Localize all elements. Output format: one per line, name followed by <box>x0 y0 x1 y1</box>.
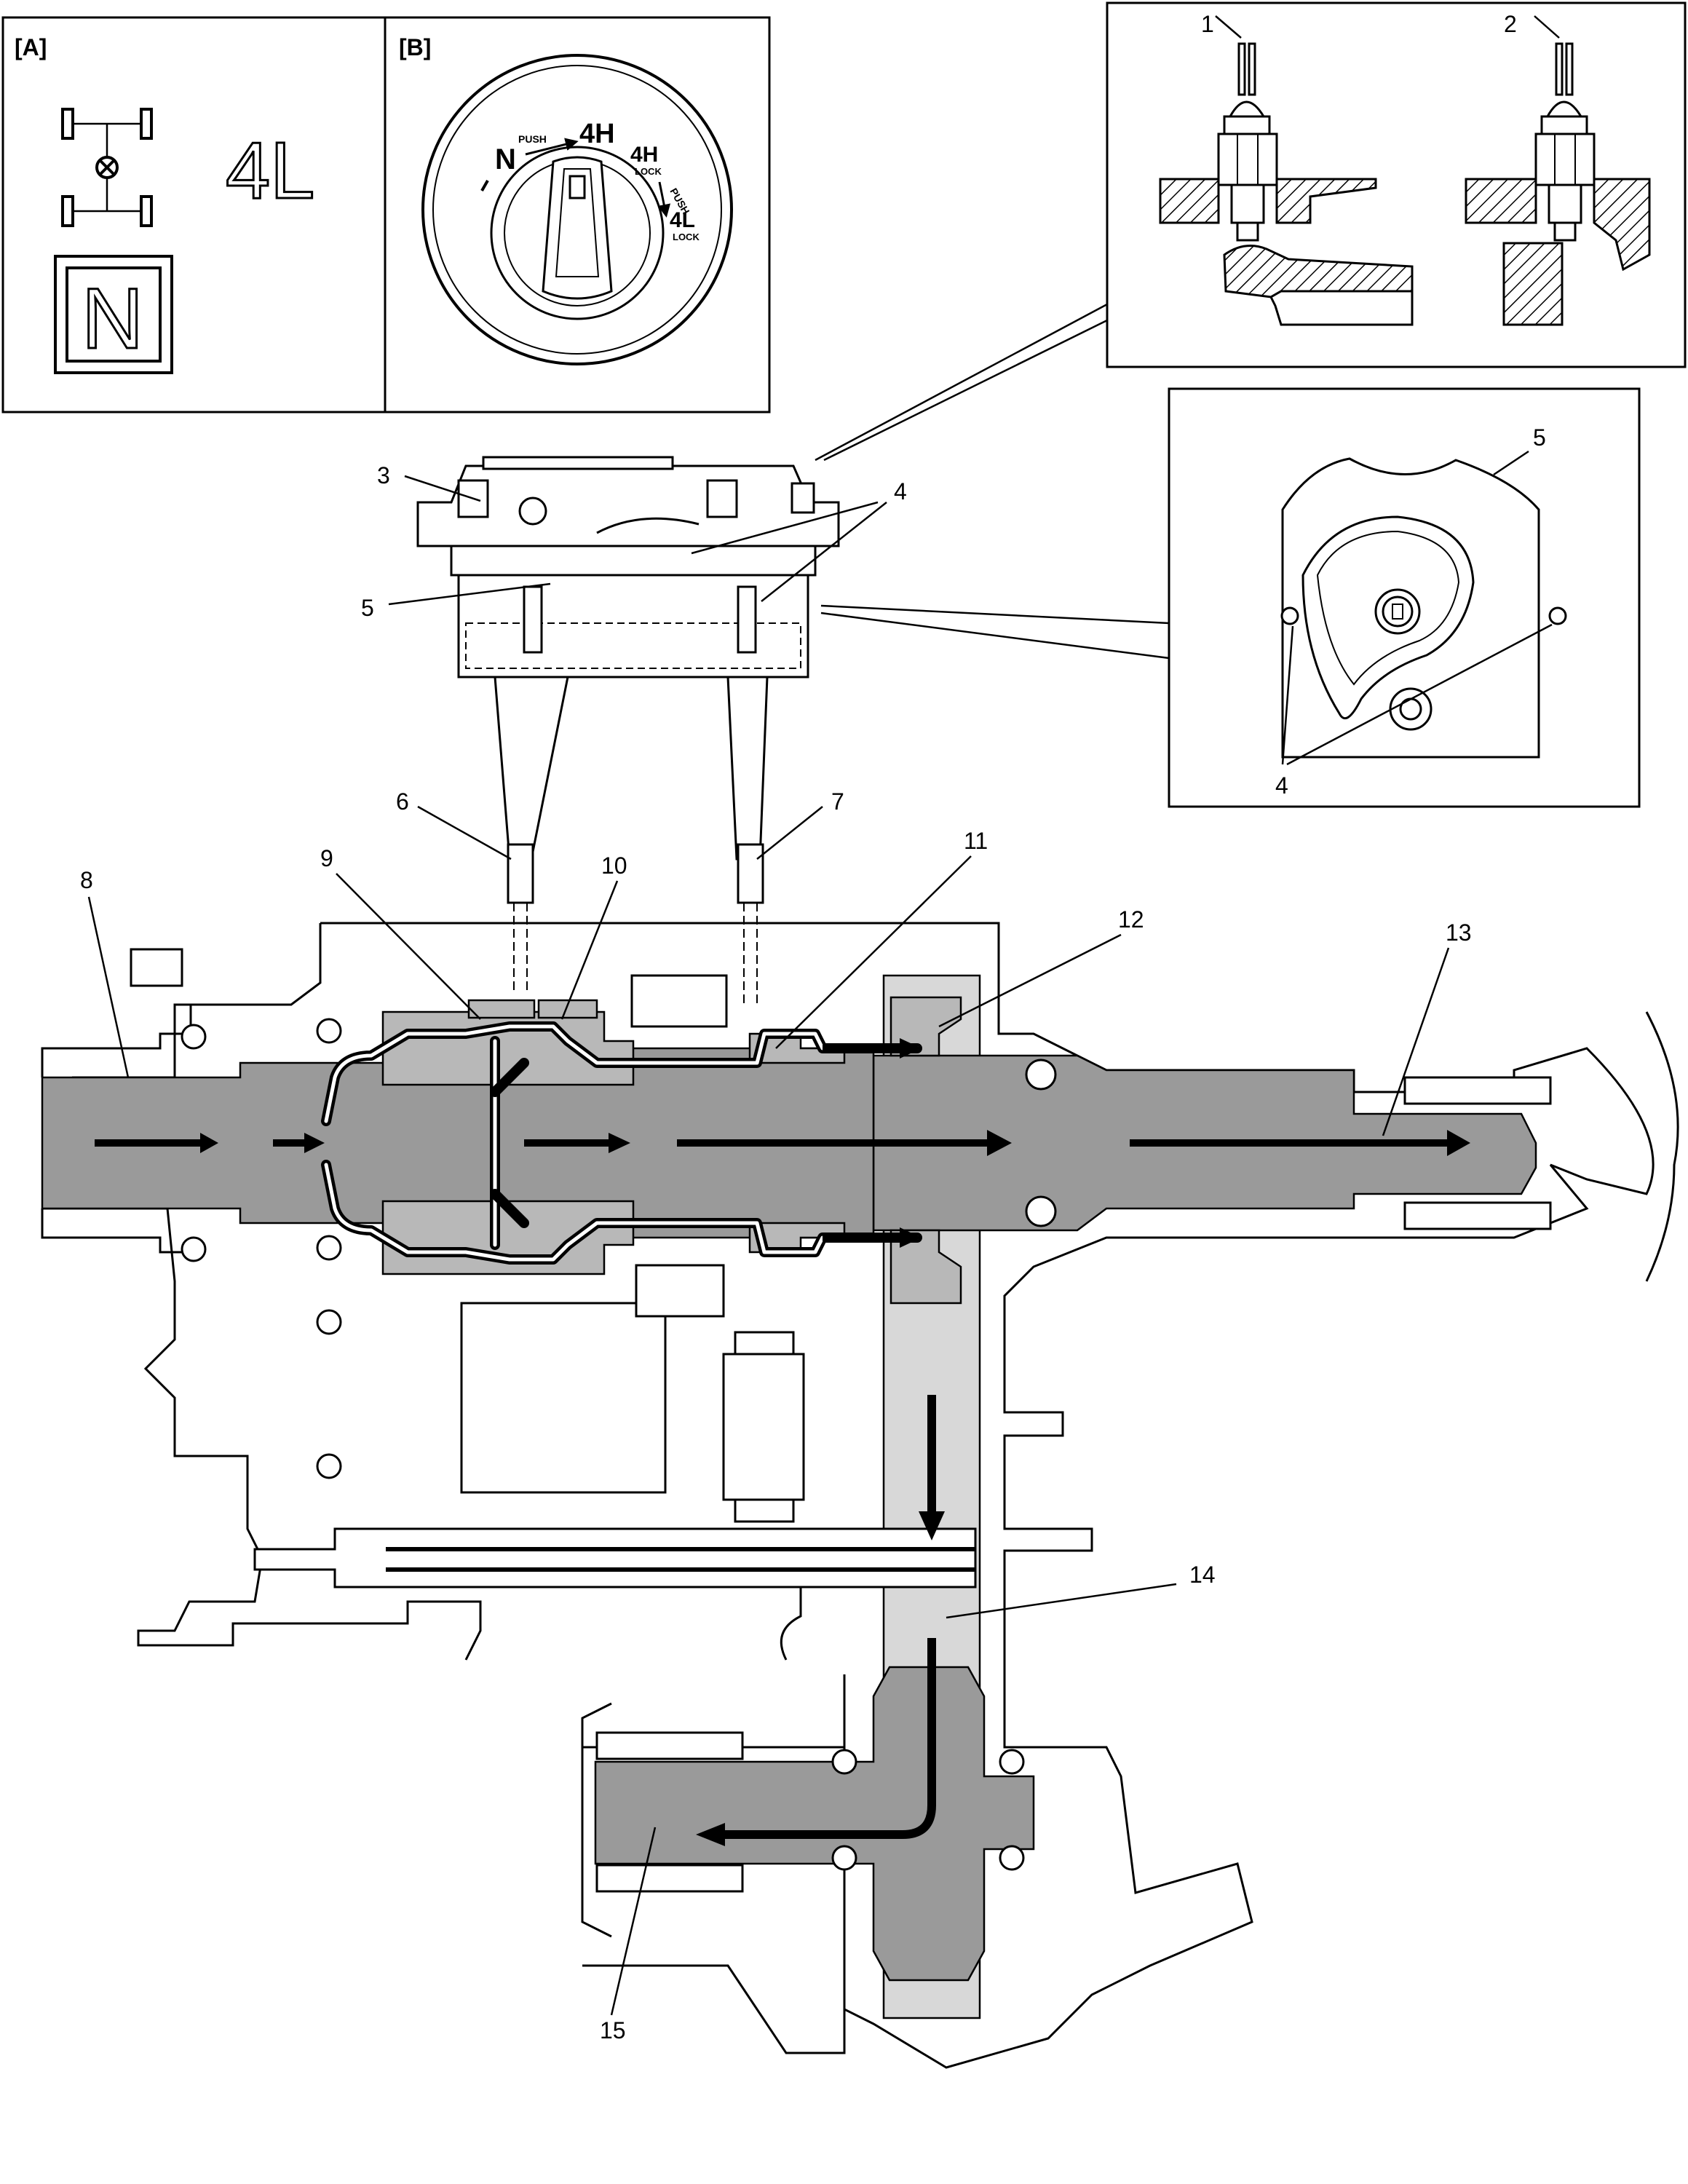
dial-lock-2: LOCK <box>673 232 700 242</box>
flow-arrows <box>95 1038 1470 1846</box>
cam-detail-inset: 4 5 <box>1168 387 1641 808</box>
countershaft <box>253 1527 977 1588</box>
callout-3: 3 <box>377 462 390 488</box>
switch-detail-inset: 1 2 <box>1106 1 1687 368</box>
four-wheel-drive-icon <box>61 108 153 227</box>
callout-4-cam: 4 <box>1275 772 1288 799</box>
panel-a-frame <box>1 16 387 414</box>
detail-leader-4 <box>820 612 1170 660</box>
panel-b-frame <box>384 16 771 414</box>
callout-4-actuator: 4 <box>894 478 907 505</box>
dial-push-1: PUSH <box>518 133 547 145</box>
callout-9: 9 <box>320 845 333 871</box>
shift-fork-6 <box>494 676 569 860</box>
cam-detail-frame <box>1168 387 1641 808</box>
callout-13: 13 <box>1446 919 1472 946</box>
callout-5-actuator: 5 <box>361 595 374 621</box>
drive-sprocket-upper <box>889 996 962 1057</box>
dial-label-4h-lock: 4H <box>630 143 658 167</box>
dial-label-n: N <box>495 143 516 175</box>
shift-actuator-assembly: 3 4 5 6 7 <box>361 456 907 1005</box>
detail-leader-1 <box>815 303 1108 462</box>
detail-leader-3 <box>820 604 1170 625</box>
switch-detail-frame <box>1106 1 1687 368</box>
detail-leader-2 <box>823 319 1108 462</box>
callout-12: 12 <box>1118 906 1144 933</box>
switch-1-engaged <box>1159 42 1414 326</box>
transfer-selector-dial: N 4H PUSH 4H LOCK PUSH 4L LOCK <box>421 54 733 365</box>
neutral-indicator: N <box>54 255 173 374</box>
callout-5-cam: 5 <box>1533 424 1546 451</box>
panel-b: [B] N 4H PUSH 4H LOCK PUSH 4L LOCK <box>384 16 771 414</box>
selector-knob <box>542 156 613 300</box>
power-flow-paths <box>321 1021 922 1265</box>
dial-label-4h: 4H <box>579 119 615 149</box>
panel-a: [A] 4L N <box>1 16 387 414</box>
housing-outline-right <box>320 922 1655 2069</box>
counter-gear <box>460 1302 667 1494</box>
callout-2: 2 <box>1504 11 1517 37</box>
callout-7: 7 <box>831 788 844 815</box>
callout-15: 15 <box>600 2017 626 2043</box>
panel-a-tag: [A] <box>15 34 47 60</box>
bearings <box>181 1018 1057 1871</box>
shift-fork-7 <box>726 676 769 860</box>
front-output-shaft <box>594 1666 1035 1982</box>
callout-8: 8 <box>80 867 93 893</box>
switch-2-disengaged <box>1465 42 1651 326</box>
dial-label-4l-lock: 4L <box>670 208 695 232</box>
callout-10: 10 <box>601 852 627 879</box>
planet-carrier-collar <box>537 999 598 1019</box>
callout-11: 11 <box>964 828 988 854</box>
sleeve-collar <box>467 999 536 1019</box>
dial-lock-1: LOCK <box>635 166 662 177</box>
callout-14: 14 <box>1189 1562 1216 1588</box>
callout-6: 6 <box>396 788 409 815</box>
drive-sprocket-lower <box>889 1229 962 1305</box>
4wd-sleeve-lower <box>748 1222 846 1254</box>
vent-fitting <box>130 948 183 987</box>
mode-indicator-4l: 4L <box>226 126 314 215</box>
idler-gear <box>722 1353 805 1501</box>
transfer-case-section: 8 9 10 11 12 13 14 15 <box>41 828 1679 2069</box>
panel-b-tag: [B] <box>399 34 431 60</box>
callout-1: 1 <box>1201 11 1214 37</box>
neutral-indicator-text: N <box>82 271 143 367</box>
